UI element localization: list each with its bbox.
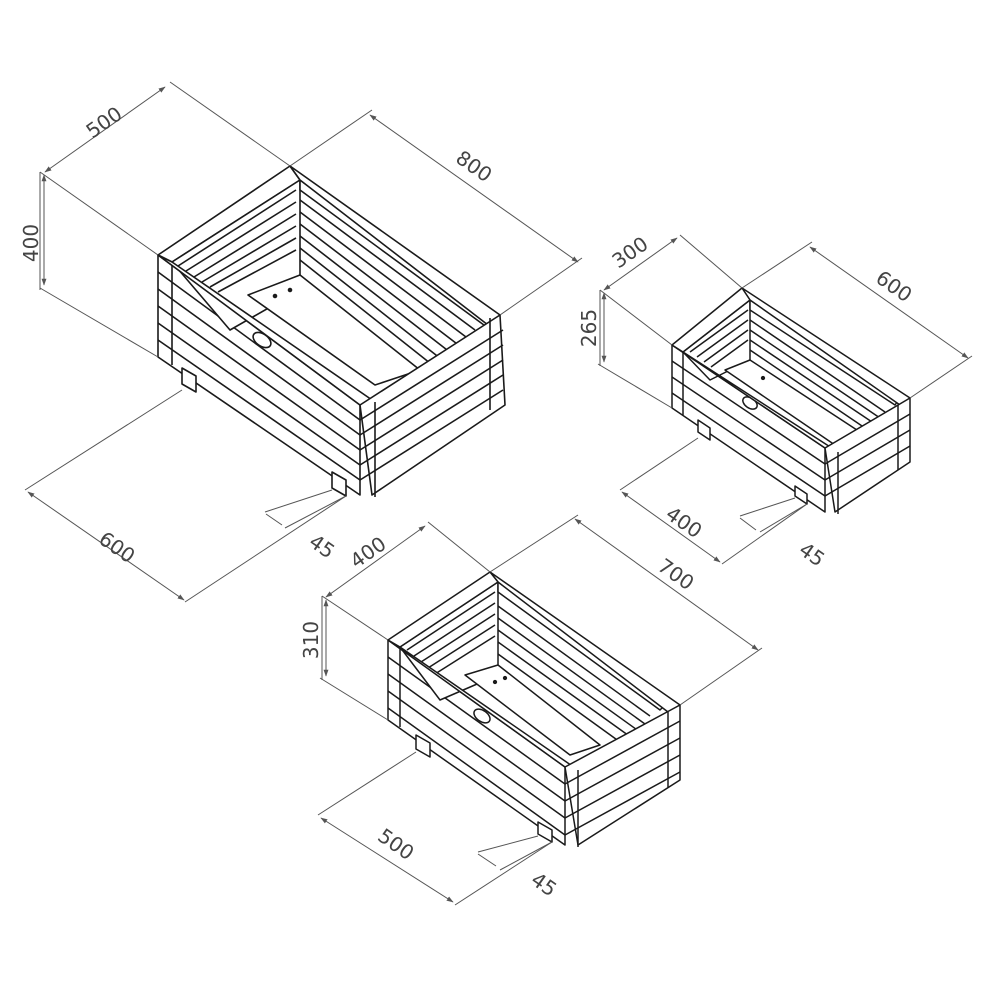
large-width-dim-line — [44, 86, 166, 173]
medium-handle-slot — [473, 708, 491, 724]
planter-medium — [387, 571, 681, 847]
small-height-label: 265 — [577, 309, 601, 347]
small-left-side — [671, 344, 826, 513]
medium-foot-label: 45 — [527, 867, 562, 901]
planter-large — [157, 165, 506, 497]
medium-left-side — [387, 639, 566, 846]
large-base-label: 600 — [94, 526, 139, 568]
large-foot-label: 45 — [305, 529, 340, 563]
small-width-label: 300 — [607, 231, 652, 273]
large-length-dim-line — [369, 114, 579, 263]
medium-base-dim-line — [320, 817, 454, 903]
medium-width-label: 400 — [345, 531, 390, 573]
small-feet — [697, 419, 808, 505]
planter-small — [671, 287, 911, 514]
medium-floor — [464, 664, 601, 756]
medium-feet — [415, 734, 553, 843]
medium-base-label: 500 — [373, 823, 418, 865]
small-width-dim-line — [603, 237, 678, 291]
medium-length-dim-line — [574, 518, 759, 651]
medium-width-dim-line — [325, 525, 426, 598]
small-front-side — [824, 397, 911, 514]
large-dimensions — [24, 81, 583, 603]
small-length-label: 600 — [871, 265, 916, 307]
medium-length-label: 700 — [653, 553, 698, 595]
large-length-label: 800 — [451, 145, 496, 187]
small-foot-label: 45 — [795, 537, 830, 571]
large-width-label: 500 — [81, 101, 126, 143]
medium-front-side — [564, 704, 681, 847]
small-length-dim-line — [809, 246, 969, 359]
medium-height-label: 310 — [299, 621, 323, 659]
medium-dimensions — [317, 514, 763, 906]
large-front-side — [359, 314, 506, 497]
large-height-label: 400 — [19, 224, 43, 262]
large-base-dim-line — [27, 491, 185, 601]
small-base-label: 400 — [661, 501, 706, 543]
